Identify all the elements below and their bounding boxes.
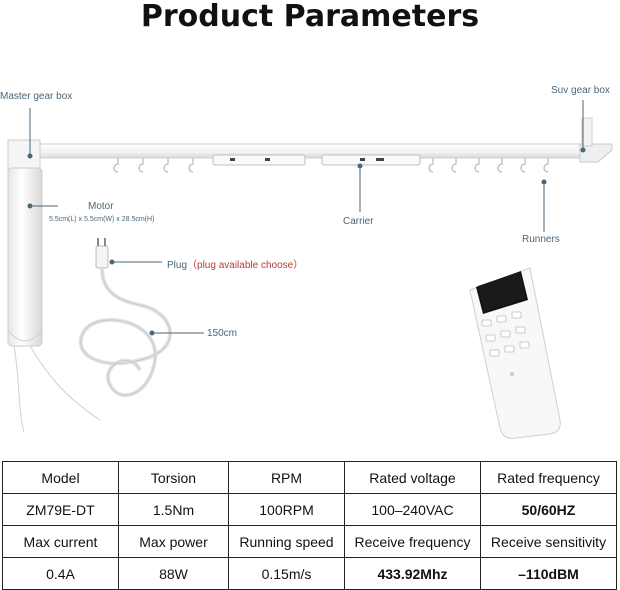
motor-body	[7, 167, 43, 347]
table-row-values-2: 0.4A 88W 0.15m/s 433.92Mhz –110dBM	[2, 557, 617, 590]
table-cell: Receive sensitivity	[480, 525, 617, 558]
table-cell: 0.15m/s	[228, 557, 345, 590]
table-cell: 100–240VAC	[344, 493, 481, 526]
label-plug-paren-open: （	[187, 260, 198, 271]
table-cell: Model	[2, 461, 119, 494]
table-row-header-2: Max current Max power Running speed Rece…	[2, 525, 617, 558]
curtain-rail	[37, 117, 613, 163]
table-cell: 0.4A	[2, 557, 119, 590]
table-cell: 433.92Mhz	[344, 557, 481, 590]
carriers	[212, 154, 421, 166]
table-cell: Max current	[2, 525, 119, 558]
table-cell: Torsion	[118, 461, 229, 494]
table-cell: 100RPM	[228, 493, 345, 526]
table-cell: Rated voltage	[344, 461, 481, 494]
table-row-values-1: ZM79E-DT 1.5Nm 100RPM 100–240VAC 50/60HZ	[2, 493, 617, 526]
runners	[113, 158, 549, 173]
table-cell: Running speed	[228, 525, 345, 558]
label-master-gear-box: Master gear box	[0, 91, 73, 102]
table-cell: 1.5Nm	[118, 493, 229, 526]
remote-control	[469, 267, 561, 439]
master-gear-box	[7, 139, 41, 171]
label-plug-text: Plug	[167, 260, 188, 271]
label-motor-size: 5.5cm(L) x 5.5cm(W) x 28.5cm(H)	[49, 216, 155, 223]
table-cell: Max power	[118, 525, 229, 558]
label-carrier: Carrier	[343, 216, 374, 227]
table-cell: –110dBM	[480, 557, 617, 590]
plug-cable	[13, 238, 172, 433]
label-suv-gear-box: Suv gear box	[551, 85, 610, 96]
table-cell: 50/60HZ	[480, 493, 617, 526]
table-cell: 88W	[118, 557, 229, 590]
pointer-lines	[27, 100, 586, 336]
page-title: Product Parameters	[140, 0, 480, 34]
label-plug-note: plug available choose	[197, 260, 294, 271]
label-plug-paren-close: ）	[293, 260, 304, 271]
table-cell: Rated frequency	[480, 461, 617, 494]
label-runners: Runners	[522, 234, 560, 245]
parameters-table: Model Torsion RPM Rated voltage Rated fr…	[2, 461, 617, 590]
product-diagram	[7, 100, 613, 439]
table-cell: Receive frequency	[344, 525, 481, 558]
table-row-header-1: Model Torsion RPM Rated voltage Rated fr…	[2, 461, 617, 494]
table-cell: RPM	[228, 461, 345, 494]
label-cable-length: 150cm	[207, 328, 238, 339]
table-cell: ZM79E-DT	[2, 493, 119, 526]
label-plug: Plug（plug available choose）	[167, 256, 303, 271]
label-motor: Motor	[88, 201, 114, 212]
